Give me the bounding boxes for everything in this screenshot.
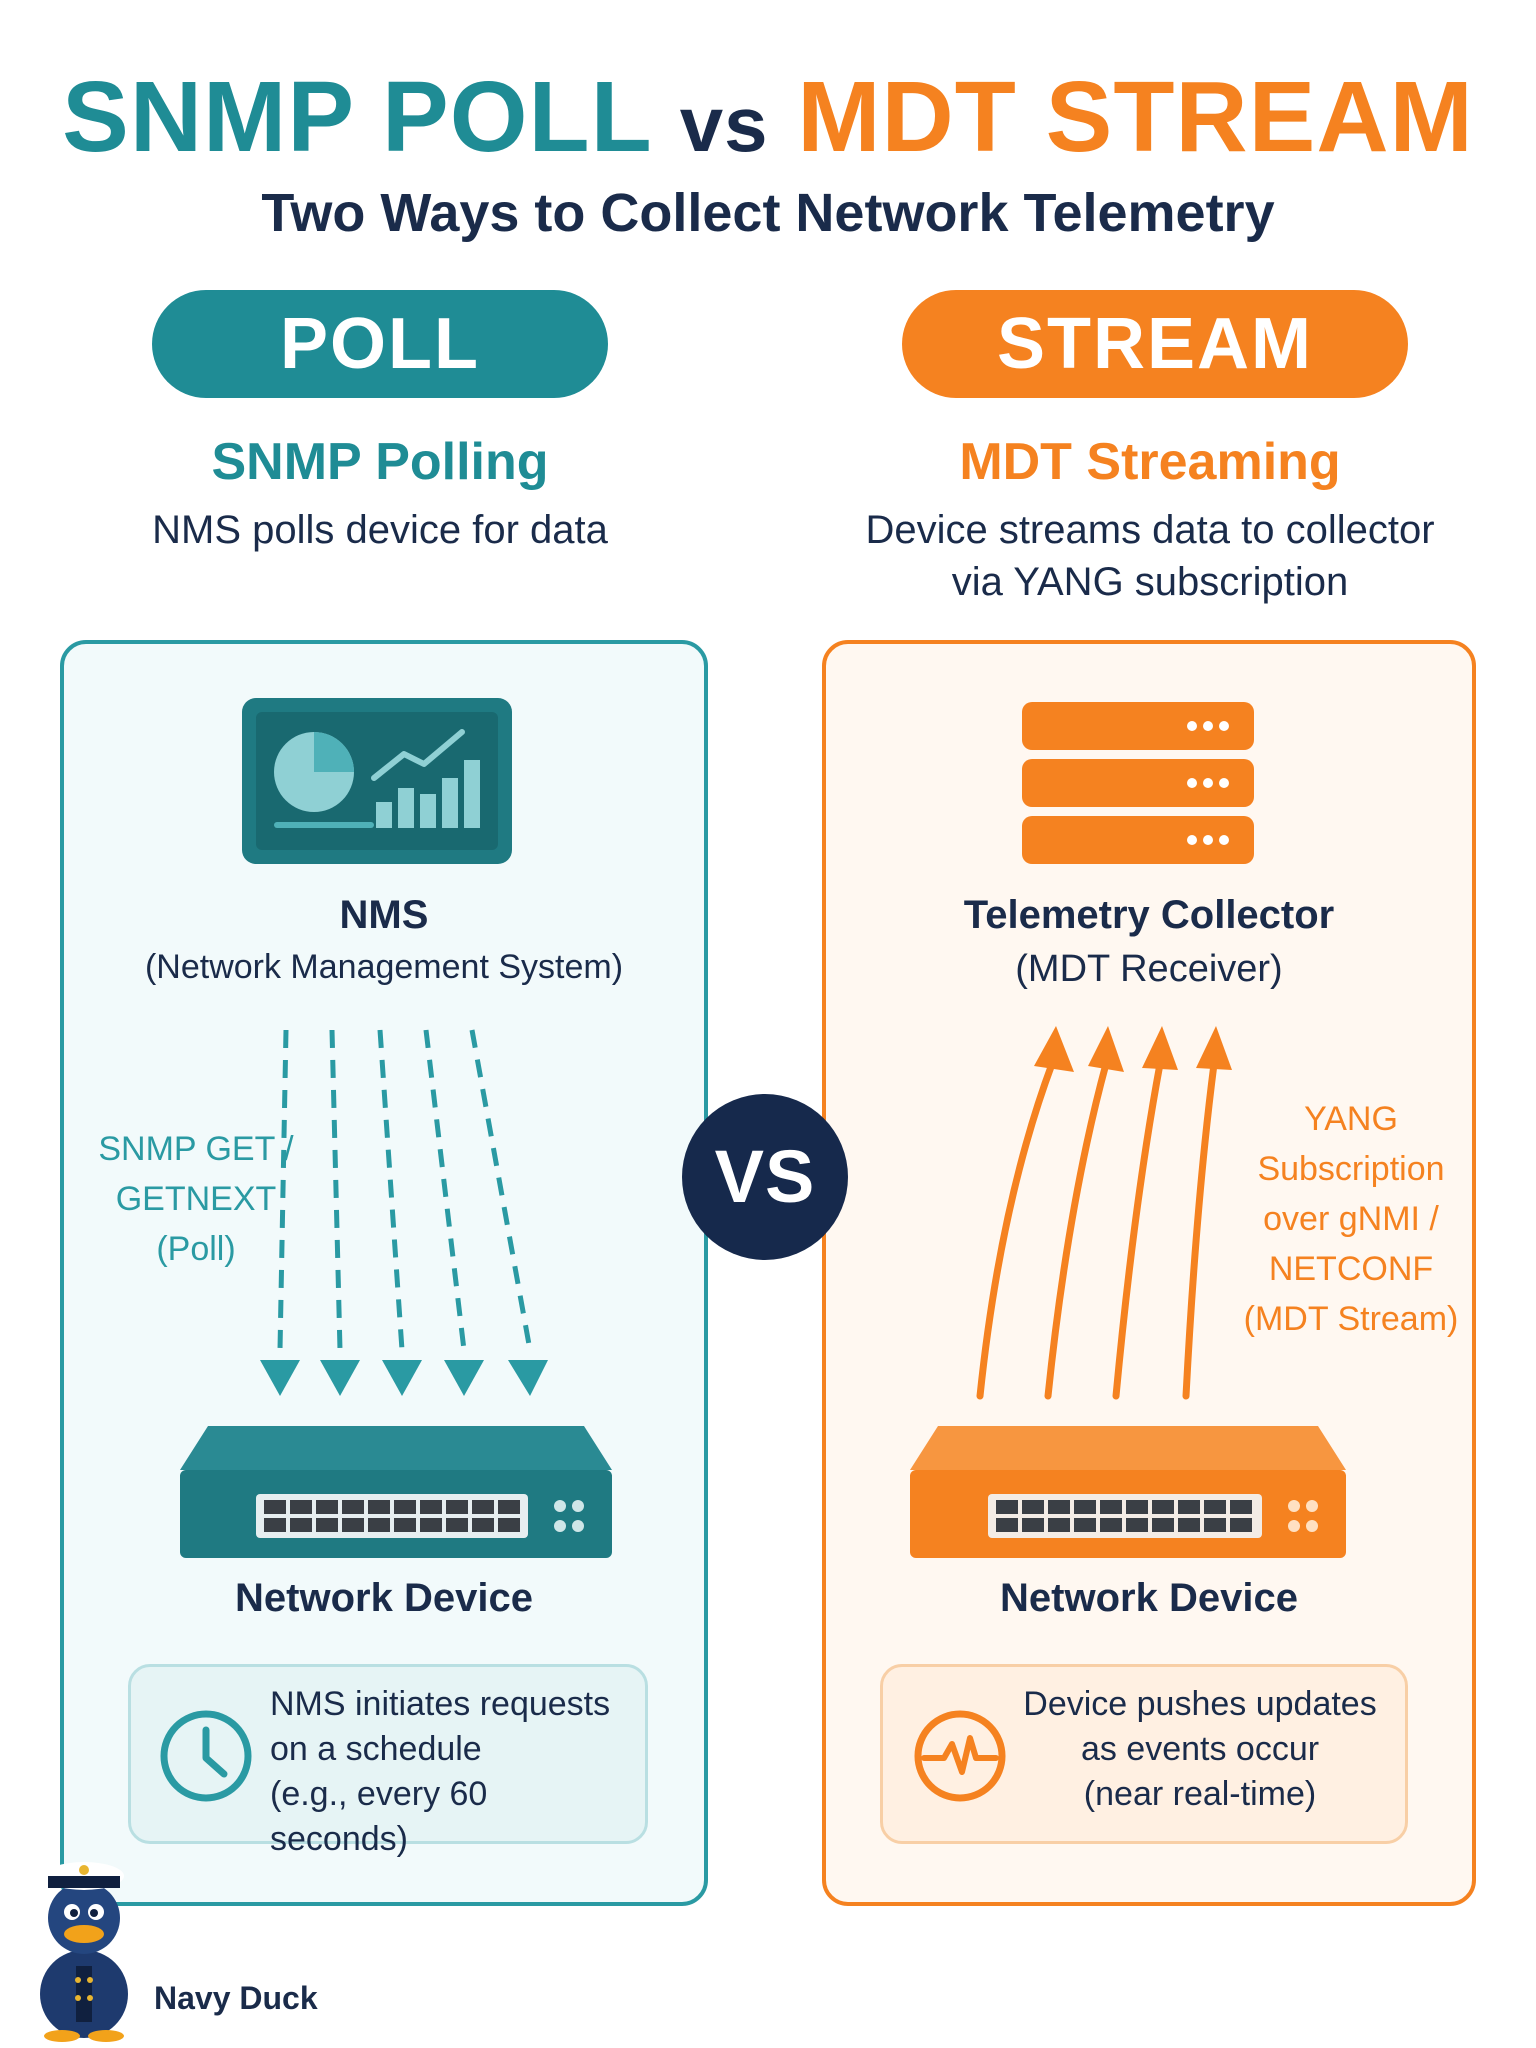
poll-arrow-note-line1: SNMP GET / <box>98 1130 294 1168</box>
poll-info-text: NMS initiates requests on a schedule (e.… <box>270 1682 630 1862</box>
dashboard-monitor-icon <box>242 698 512 864</box>
stream-arrow-note-line2: over gNMI / <box>1263 1200 1439 1238</box>
clock-icon <box>160 1710 252 1802</box>
stream-info-text: Device pushes updates as events occur (n… <box>1010 1682 1390 1817</box>
poll-description: NMS polls device for data <box>152 508 608 552</box>
stream-arrow-note-line1: YANG Subscription <box>1257 1100 1445 1188</box>
stream-device-label: Network Device <box>1000 1576 1298 1620</box>
poll-method-title: SNMP Polling <box>211 433 549 491</box>
nms-label: NMS <box>339 893 429 937</box>
stream-pill: STREAM <box>902 290 1408 398</box>
stream-info-line3: (near real-time) <box>1083 1775 1317 1813</box>
poll-device-label: Network Device <box>235 1576 533 1620</box>
page-subtitle: Two Ways to Collect Network Telemetry <box>261 183 1275 243</box>
poll-arrows <box>260 1029 548 1396</box>
collector-label: Telemetry Collector <box>963 893 1335 937</box>
title-snmp-poll: SNMP POLL <box>62 61 651 173</box>
heartbeat-icon <box>914 1710 1006 1802</box>
stream-description-line2: via YANG subscription <box>951 560 1349 604</box>
poll-arrow-note: SNMP GET / GETNEXT (Poll) <box>66 1124 326 1274</box>
poll-info-box <box>128 1664 648 1844</box>
stream-arrow-note-line3: NETCONF <box>1268 1250 1434 1288</box>
poll-arrow-note-line2: GETNEXT <box>115 1180 277 1218</box>
stream-arrow-note-line4: (MDT Stream) <box>1243 1300 1459 1338</box>
server-stack-icon <box>1022 702 1254 864</box>
vs-badge: VS <box>682 1094 848 1260</box>
stream-description: Device streams data to collector via YAN… <box>800 504 1500 608</box>
network-switch-icon <box>910 1426 1346 1558</box>
poll-info-line2: on a schedule <box>270 1730 482 1768</box>
stream-method-title: MDT Streaming <box>959 433 1341 491</box>
stream-description-line1: Device streams data to collector <box>865 508 1435 552</box>
nms-sublabel: (Network Management System) <box>144 948 624 986</box>
title-mdt-stream: MDT STREAM <box>797 61 1474 173</box>
stream-arrow-note: YANG Subscription over gNMI / NETCONF (M… <box>1216 1094 1486 1344</box>
poll-arrow-note-line3: (Poll) <box>156 1230 236 1268</box>
network-switch-icon <box>180 1426 612 1558</box>
stream-info-line1: Device pushes updates <box>1023 1685 1377 1723</box>
page-title: SNMP POLL vs MDT STREAM <box>0 62 1536 179</box>
stream-arrows <box>976 1026 1232 1400</box>
navy-duck-mascot <box>40 1862 128 2042</box>
poll-info-line3: (e.g., every 60 seconds) <box>270 1775 488 1858</box>
collector-sublabel: (MDT Receiver) <box>1015 948 1283 990</box>
brand-name: Navy Duck <box>154 1980 318 2016</box>
poll-pill: POLL <box>152 290 608 398</box>
poll-info-line1: NMS initiates requests <box>270 1685 611 1723</box>
stream-info-line2: as events occur <box>1080 1730 1320 1768</box>
title-vs: vs <box>679 80 769 168</box>
